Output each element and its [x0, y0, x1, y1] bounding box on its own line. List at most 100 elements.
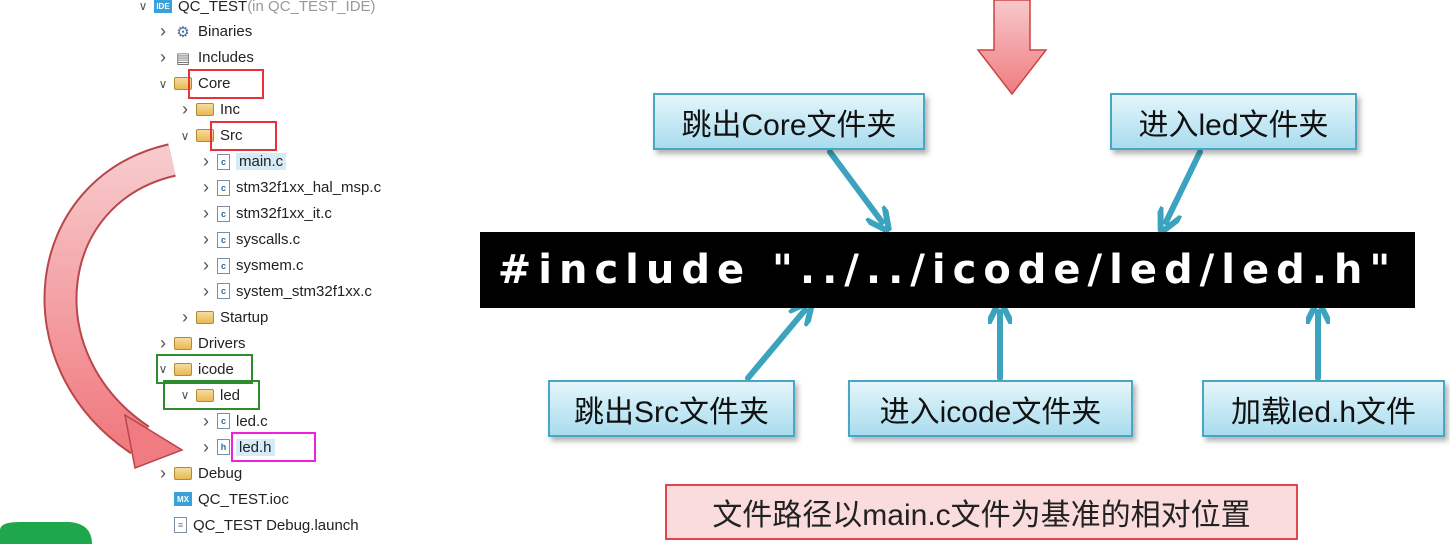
highlight-box: [210, 120, 277, 151]
tree-item[interactable]: › Drivers: [156, 331, 246, 355]
tree-item-label: Drivers: [198, 334, 246, 352]
folder-icon: [174, 466, 192, 480]
tree-item-label: led.h: [236, 438, 275, 456]
green-corner-shape: [0, 522, 92, 544]
tree-item[interactable]: ∨ Core: [156, 72, 231, 96]
chevron-right-icon[interactable]: ›: [203, 203, 209, 224]
tree-item-label: Binaries: [198, 23, 253, 41]
c-file-icon: c: [217, 283, 230, 300]
tree-item[interactable]: ∨ led: [178, 383, 240, 407]
tree-item[interactable]: ›▤Includes: [156, 46, 254, 70]
tree-item[interactable]: ∨ icode: [156, 357, 234, 381]
callout-enter-led: 进入led文件夹: [1110, 93, 1357, 150]
tree-item[interactable]: › c stm32f1xx_it.c: [199, 202, 332, 226]
tree-item[interactable]: › c stm32f1xx_hal_msp.c: [199, 176, 381, 200]
arrow-exit-core: [827, 149, 882, 222]
tree-item[interactable]: › h led.h: [199, 435, 275, 459]
tree-item[interactable]: › Inc: [178, 98, 240, 122]
folder-icon: [196, 388, 214, 402]
tree-item-label: syscalls.c: [236, 231, 301, 249]
arrow-enter-led: [1166, 149, 1203, 222]
folder-icon: [196, 103, 214, 117]
binaries-icon: ⚙: [176, 23, 190, 41]
mx-icon: MX: [174, 492, 192, 507]
tree-item-label: stm32f1xx_hal_msp.c: [236, 179, 382, 197]
chevron-right-icon[interactable]: ›: [203, 177, 209, 198]
tree-item-label: main.c: [236, 153, 287, 171]
tree-item-label: led: [220, 386, 241, 404]
tree-item-label: stm32f1xx_it.c: [236, 205, 332, 223]
tree-item[interactable]: › Startup: [178, 305, 268, 329]
tree-item[interactable]: › c syscalls.c: [199, 228, 300, 252]
tree-item-label: QC_TEST.ioc: [198, 490, 289, 508]
tree-item-label: Startup: [220, 308, 269, 326]
callout-load-led-h: 加载led.h文件: [1202, 380, 1445, 437]
chevron-right-icon[interactable]: ›: [182, 306, 188, 327]
c-file-icon: c: [217, 257, 230, 274]
relative-path-note: 文件路径以main.c文件为基准的相对位置: [665, 484, 1298, 540]
chevron-down-icon[interactable]: ∨: [180, 388, 190, 403]
tree-item[interactable]: › c system_stm32f1xx.c: [199, 279, 372, 303]
chevron-right-icon[interactable]: ›: [182, 99, 188, 120]
c-file-icon: c: [217, 153, 230, 170]
chevron-right-icon[interactable]: ›: [203, 255, 209, 275]
chevron-right-icon[interactable]: ›: [203, 436, 209, 457]
tree-item[interactable]: MX QC_TEST.ioc: [156, 487, 289, 511]
callout-exit-src: 跳出Src文件夹: [548, 380, 795, 437]
highlight-box: [156, 354, 253, 385]
c-file-icon: c: [217, 179, 230, 196]
chevron-right-icon[interactable]: ›: [160, 47, 166, 68]
folder-icon: [174, 77, 192, 91]
highlight-box: [231, 432, 316, 463]
c-file-icon: c: [217, 231, 230, 248]
tree-item-label: icode: [198, 360, 234, 378]
chevron-down-icon[interactable]: ∨: [158, 362, 168, 377]
h-file-icon: h: [217, 439, 230, 456]
chevron-right-icon[interactable]: ›: [160, 462, 166, 483]
tree-item[interactable]: › ⚙ Binaries: [156, 20, 252, 44]
arrow-exit-src: [745, 310, 805, 381]
down-red-arrow: [976, 0, 1048, 96]
curved-red-arrow: [43, 143, 184, 470]
callout-exit-core: 跳出Core文件夹: [653, 93, 925, 150]
c-file-icon: c: [217, 413, 230, 430]
include-code-line: #include "../../icode/led/led.h": [480, 232, 1415, 308]
tree-item-label: led.c: [236, 412, 268, 430]
folder-icon: [174, 336, 192, 350]
c-file-icon: c: [217, 205, 230, 222]
chevron-right-icon[interactable]: ›: [203, 280, 209, 301]
tree-item[interactable]: ≡ QC_TEST Debug.launch: [156, 513, 359, 537]
folder-icon: [174, 362, 192, 376]
chevron-down-icon[interactable]: ∨: [158, 76, 168, 91]
folder-icon: [196, 129, 214, 143]
chevron-right-icon[interactable]: ›: [160, 21, 166, 42]
tree-item-label: Inc: [220, 101, 241, 119]
tree-item-label: Includes: [198, 49, 254, 67]
tree-item[interactable]: › c sysmem.c: [199, 254, 304, 278]
chevron-right-icon[interactable]: ›: [203, 151, 209, 172]
tree-item[interactable]: › Debug: [156, 461, 242, 485]
tree-item-label: QC_TEST: [178, 0, 248, 15]
tree-item-label: QC_TEST Debug.launch: [193, 516, 359, 534]
chevron-right-icon[interactable]: ›: [203, 229, 209, 250]
tree-item-label: Core: [198, 75, 231, 93]
tree-item-label: Src: [220, 127, 243, 145]
tree-item[interactable]: › c led.c: [199, 409, 268, 433]
highlight-box: [163, 380, 260, 411]
tree-item[interactable]: › c main.c: [199, 150, 287, 174]
launch-file-icon: ≡: [174, 517, 187, 533]
chevron-down-icon[interactable]: ∨: [138, 0, 148, 13]
tree-item[interactable]: ∨ Src: [178, 124, 243, 148]
tree-item-label: system_stm32f1xx.c: [236, 282, 372, 300]
chevron-right-icon[interactable]: ›: [160, 332, 166, 353]
folder-icon: [196, 310, 214, 324]
callout-enter-icode: 进入icode文件夹: [848, 380, 1133, 437]
chevron-right-icon[interactable]: ›: [203, 410, 209, 431]
chevron-down-icon[interactable]: ∨: [180, 128, 190, 143]
tree-item-label: Debug: [198, 464, 243, 482]
tree-item-label: sysmem.c: [236, 257, 304, 274]
highlight-box: [188, 68, 264, 99]
